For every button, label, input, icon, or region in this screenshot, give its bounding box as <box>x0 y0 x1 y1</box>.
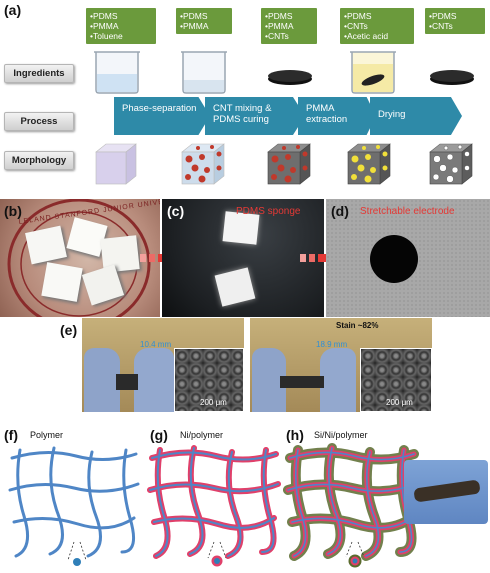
cube-acetic-extraction <box>347 143 391 185</box>
beaker-toluene-icon <box>94 51 140 94</box>
photo-pdms-sponge <box>162 199 324 317</box>
row-label-morphology: Morphology <box>4 151 74 170</box>
ingredient-item: PDMS <box>265 11 313 21</box>
network-si-ni-polymer <box>283 443 421 568</box>
row-label-process: Process <box>4 112 74 131</box>
panel-label-e: (e) <box>60 322 78 338</box>
ingredient-box-4: PDMS CNTs Acetic acid <box>340 8 414 44</box>
ingredient-item: PDMS <box>90 11 152 21</box>
ingredient-box-3: PDMS PMMA CNTs <box>261 8 317 44</box>
process-step-label: CNT mixing & PDMS curing <box>213 103 272 125</box>
ingredient-box-5: PDMS CNTs <box>425 8 485 34</box>
sponge-cube <box>214 267 256 307</box>
disk-dried-icon <box>430 70 474 85</box>
ingredient-item: Toluene <box>90 31 152 41</box>
bent-sponge-strip <box>413 479 481 503</box>
disk-sample-icon <box>268 70 312 85</box>
row-label-ingredients: Ingredients <box>4 64 74 83</box>
glove-right <box>320 348 356 412</box>
photo-stretch-unstrained <box>82 318 244 412</box>
ingredient-item: CNTs <box>344 21 410 31</box>
process-step-label: Drying <box>378 109 406 120</box>
ingredient-item: PMMA <box>265 21 313 31</box>
process-step-label: Phase-separation <box>122 103 197 114</box>
ingredient-item: PDMS <box>180 11 228 21</box>
length-label-2: 18.9 mm <box>316 340 348 349</box>
process-step-label: PMMA extraction <box>306 103 348 125</box>
ingredient-item: Acetic acid <box>344 31 410 41</box>
ingredient-item: CNTs <box>265 31 313 41</box>
panel-label-d: (d) <box>331 203 349 219</box>
panel-label-g: (g) <box>150 427 168 443</box>
photo-bent-electrode <box>404 460 488 524</box>
cube-pmma-droplets <box>181 143 225 185</box>
strain-label: Stain ~82% <box>336 321 379 330</box>
ingredient-box-2: PDMS PMMA <box>176 8 232 34</box>
network-label-f: Polymer <box>30 430 64 440</box>
beaker-acetic-acid-icon <box>350 51 396 94</box>
pdms-sponge-label: PDMS sponge <box>236 206 301 217</box>
network-label-g: Ni/polymer <box>180 430 224 440</box>
photo-sponge-cubes: LELAND STANFORD JUNIOR UNIVERSITY <box>0 199 160 317</box>
ingredient-item: PDMS <box>344 11 410 21</box>
electrode-disk <box>370 235 418 283</box>
panel-label-h: (h) <box>286 427 304 443</box>
cube-homogeneous <box>95 143 137 185</box>
panel-label-f: (f) <box>4 427 18 443</box>
sponge-strip <box>280 376 324 388</box>
process-step-3: PMMA extraction <box>298 97 376 135</box>
sponge-strip <box>116 374 138 390</box>
glove-left <box>84 348 120 412</box>
electrode-label: Stretchable electrode <box>360 206 455 217</box>
process-step-1: Phase-separation <box>114 97 210 135</box>
length-label-1: 10.4 mm <box>140 340 172 349</box>
sem-image <box>360 348 432 412</box>
network-ni-polymer <box>147 445 281 567</box>
photo-stretch-strained <box>250 318 432 412</box>
panel-label-b: (b) <box>4 203 22 219</box>
ingredient-item: PMMA <box>90 21 152 31</box>
ingredient-item: PMMA <box>180 21 228 31</box>
sponge-cube <box>41 262 83 302</box>
glove-right <box>134 348 174 412</box>
cube-porous-sponge <box>429 143 473 185</box>
ingredient-item: CNTs <box>429 21 481 31</box>
cube-cnt-pdms <box>267 143 311 185</box>
panel-label-a: (a) <box>4 2 22 18</box>
beaker-pdms-pmma-icon <box>181 51 227 94</box>
scale-bar-label-2: 200 μm <box>386 398 413 407</box>
panel-label-c: (c) <box>167 203 185 219</box>
network-label-h: Si/Ni/polymer <box>314 430 368 440</box>
sem-image <box>174 348 244 412</box>
photo-stretchable-electrode <box>326 199 490 317</box>
network-polymer <box>8 446 140 566</box>
process-step-2: CNT mixing & PDMS curing <box>205 97 305 135</box>
scale-bar-label-1: 200 μm <box>200 398 227 407</box>
ingredient-item: PDMS <box>429 11 481 21</box>
process-step-4: Drying <box>370 97 462 135</box>
ingredient-box-1: PDMS PMMA Toluene <box>86 8 156 44</box>
